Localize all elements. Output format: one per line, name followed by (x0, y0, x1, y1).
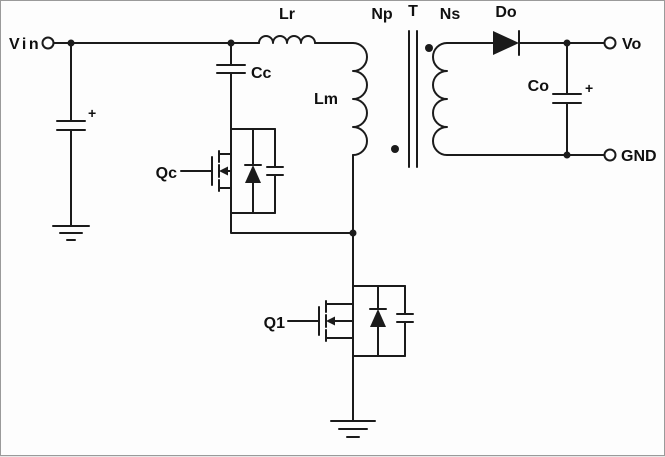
inductor-lr-coil (258, 35, 316, 44)
vo-label: Vo (622, 36, 641, 53)
inductor-lr (258, 35, 316, 44)
body-diode-qc (244, 128, 262, 214)
primary-winding (352, 42, 368, 156)
lm-label: Lm (314, 91, 338, 108)
qc-cap-plates (266, 128, 284, 214)
capacitor-cc (216, 64, 246, 74)
snubber-cap-qc (266, 128, 284, 214)
qc-diode-triangle (245, 165, 261, 183)
output-cap-plus-sign: + (585, 80, 593, 96)
ground-symbol-bottom (330, 420, 376, 438)
secondary-winding (432, 42, 448, 156)
junction-dots (67, 39, 571, 237)
junction-co-top (563, 39, 571, 47)
snubber-cap-q1 (396, 285, 414, 357)
co-label: Co (528, 78, 550, 95)
vo-terminal (603, 36, 617, 50)
cc-label: Cc (251, 65, 272, 82)
phase-dot-primary (391, 145, 399, 153)
qc-label: Qc (156, 165, 177, 182)
q1-diode-triangle (370, 309, 386, 327)
junction-clamp-node (349, 229, 357, 237)
transformer-core (408, 30, 418, 168)
lr-label: Lr (279, 6, 295, 23)
qc-body-arrow (219, 166, 228, 176)
q1-body-arrow (326, 316, 335, 326)
t-label: T (408, 3, 418, 20)
capacitor-cc-plates (216, 64, 246, 74)
qc-terminal-stubs (218, 153, 232, 189)
gnd-terminal (603, 148, 617, 162)
input-cap-plus-sign: + (88, 105, 96, 121)
junction-input-cap (67, 39, 75, 47)
np-label: Np (371, 6, 393, 23)
input-capacitor (56, 120, 86, 131)
do-label: Do (495, 4, 517, 21)
wire-qc-to-node (230, 212, 354, 234)
transformer (352, 30, 448, 168)
vin-label: Vin (9, 36, 41, 53)
capacitor-co (552, 93, 582, 104)
junction-co-bottom (563, 151, 571, 159)
gnd-label: GND (621, 148, 657, 165)
junction-cc (227, 39, 235, 47)
vin-terminal (41, 36, 55, 50)
mosfet-qc (180, 150, 232, 192)
ground-bottom-bars (330, 420, 376, 438)
diode-do (493, 30, 520, 56)
do-triangle (493, 31, 519, 55)
q1-cap-plates (396, 285, 414, 357)
phase-dot-secondary (425, 44, 433, 52)
input-capacitor-plates (56, 120, 86, 131)
q1-terminal-stubs (325, 303, 354, 339)
ground-input-bars (52, 225, 90, 241)
q1-label: Q1 (264, 315, 285, 332)
mosfet-q1 (287, 300, 354, 342)
ns-label: Ns (440, 6, 461, 23)
ground-symbol-input (52, 225, 90, 241)
body-diode-q1 (369, 285, 387, 357)
capacitor-co-plates (552, 93, 582, 104)
